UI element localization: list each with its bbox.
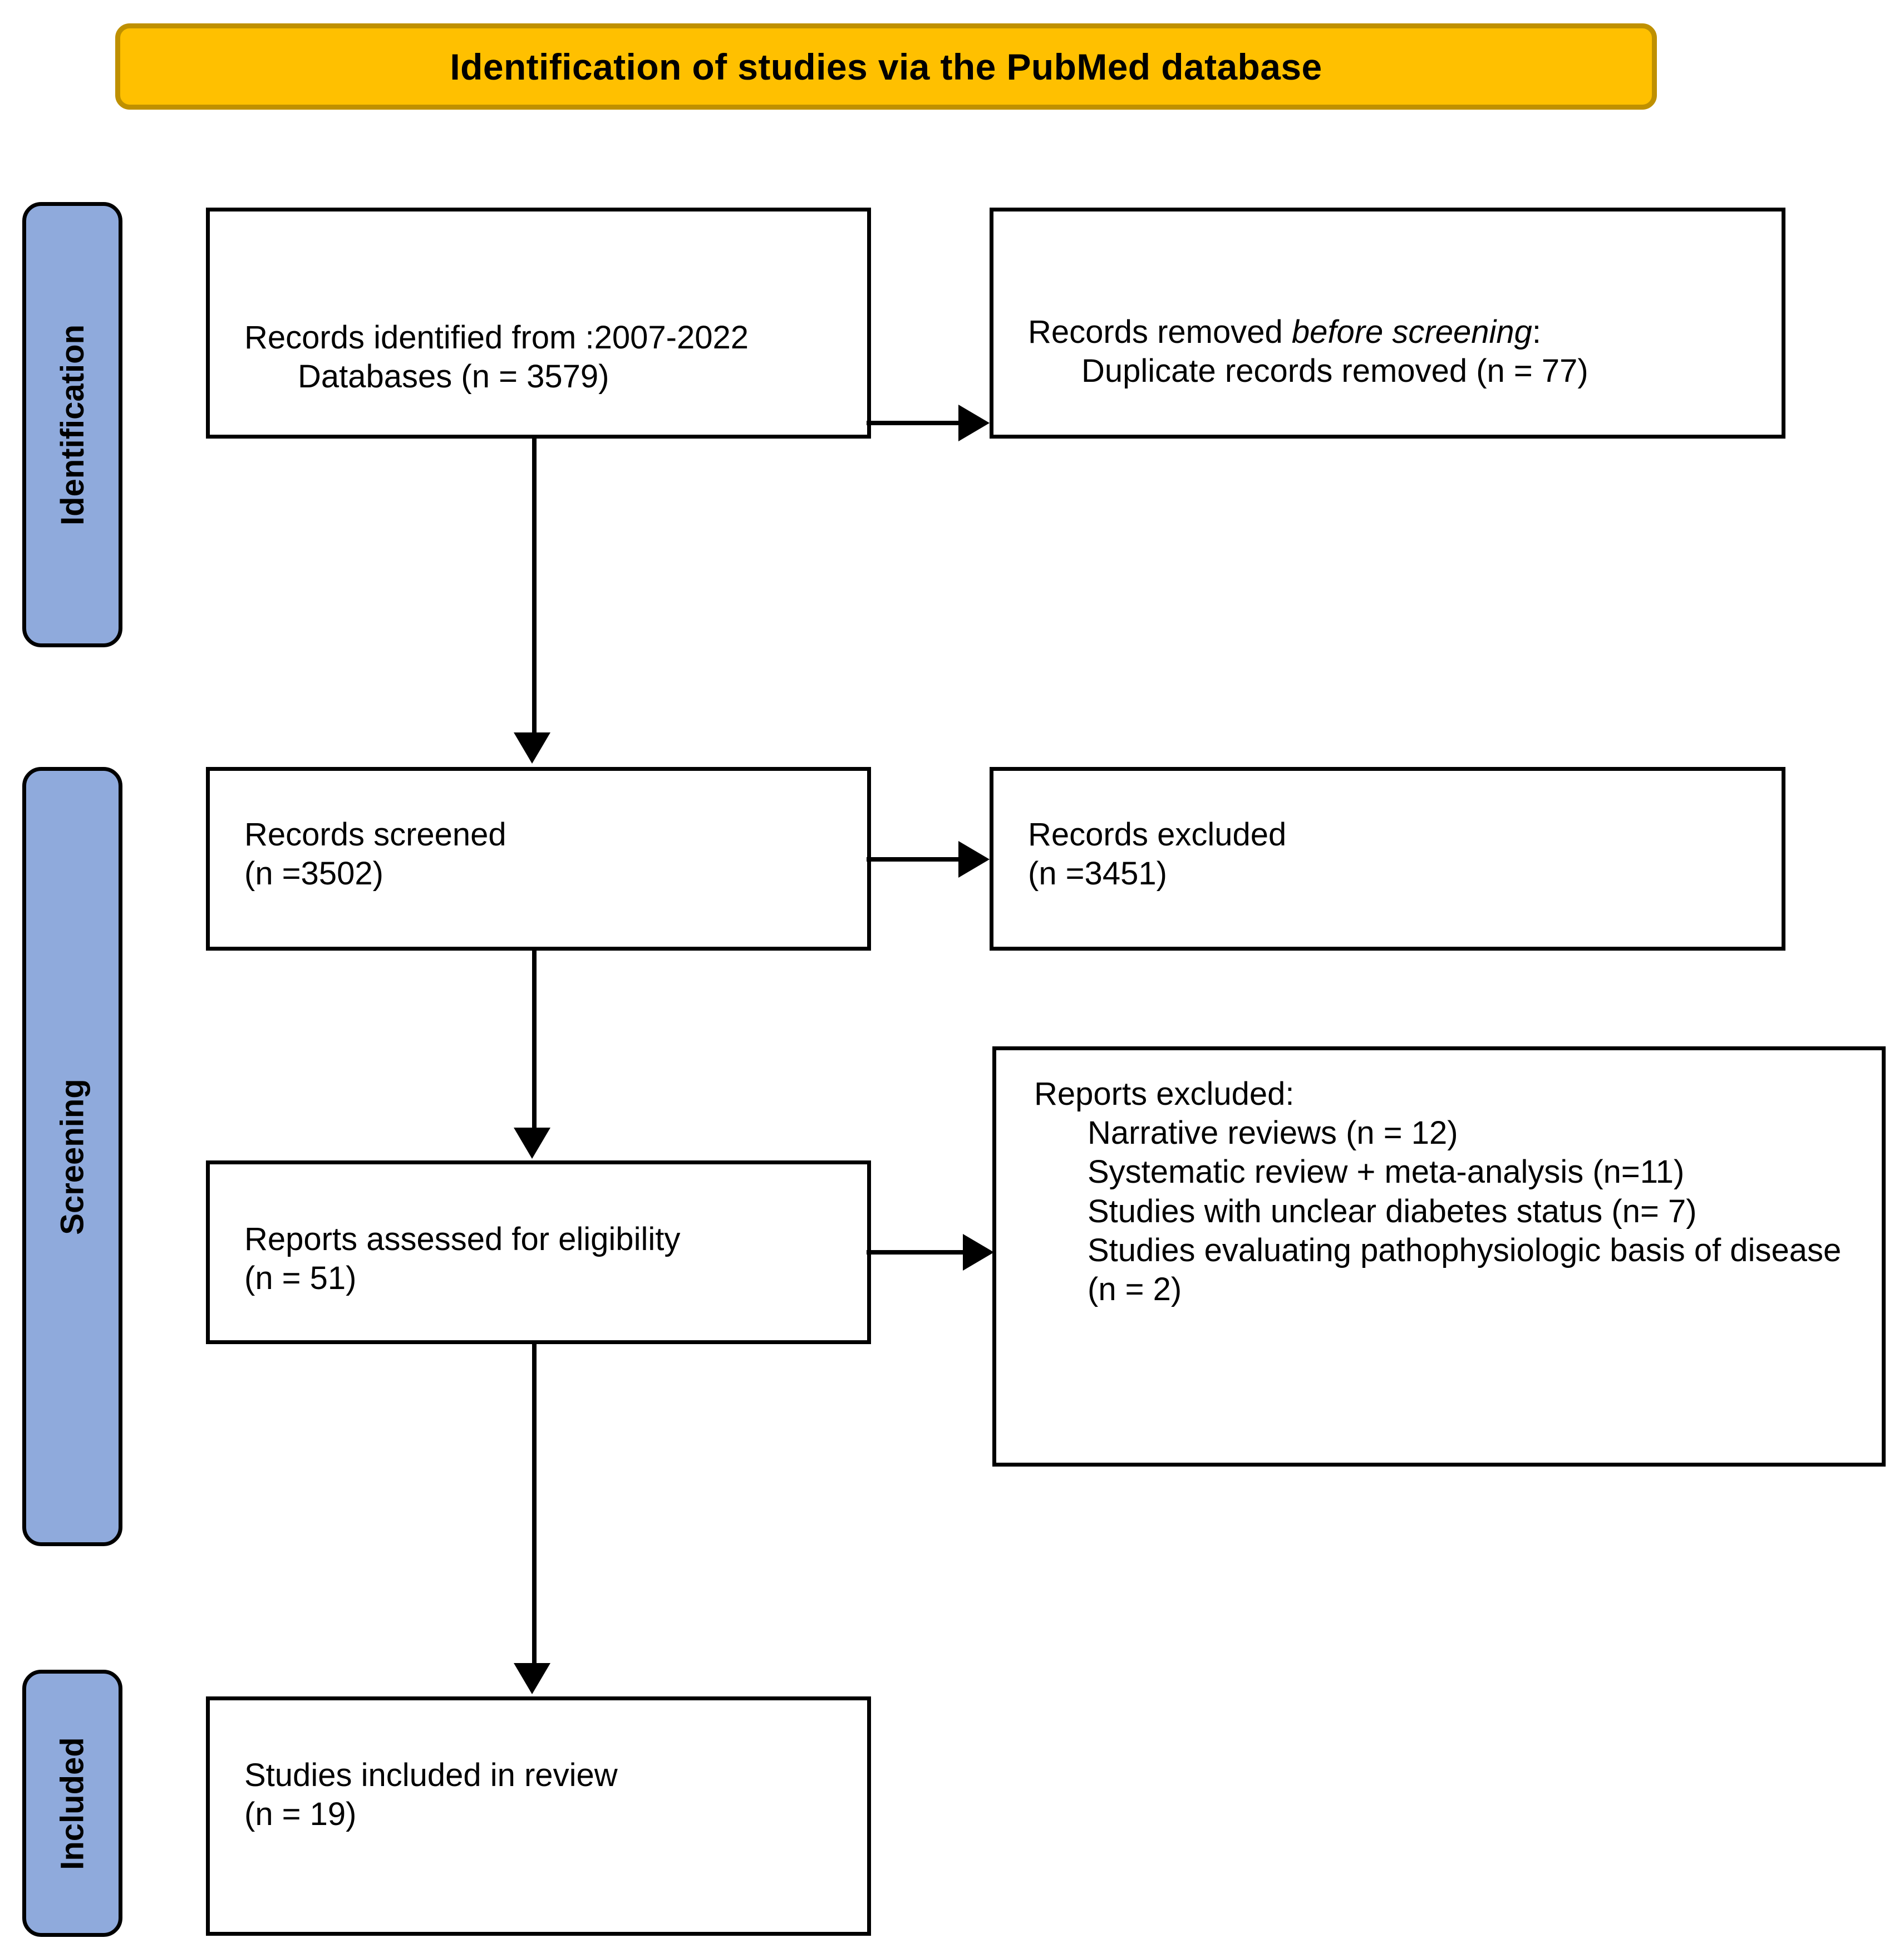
- box-reports-assessed-eligibility: Reports assessed for eligibility (n = 51…: [206, 1160, 871, 1344]
- reports-excluded-reason: Systematic review + meta-analysis (n=11): [1088, 1154, 1685, 1191]
- box-studies-included-body: Studies included in review (n = 19): [244, 1756, 845, 1833]
- records-removed-prefix: Records removed: [1028, 314, 1292, 350]
- records-screened-line1: Records screened: [244, 816, 506, 853]
- connector-eligibility-to-included: [532, 1344, 537, 1664]
- phase-bar-identification: Identification: [22, 202, 122, 647]
- studies-included-line2: (n = 19): [244, 1796, 357, 1832]
- box-records-excluded-body: Records excluded (n =3451): [1028, 815, 1759, 893]
- phase-label-screening: Screening: [54, 1078, 91, 1235]
- arrow-down-icon: [514, 732, 550, 764]
- records-removed-duplicates: Duplicate records removed (n = 77): [1081, 352, 1588, 389]
- reports-assessed-line1: Reports assessed for eligibility: [244, 1221, 681, 1257]
- arrow-down-icon: [514, 1663, 550, 1694]
- records-removed-heading: Records removed before screening:: [1028, 313, 1759, 352]
- reports-excluded-heading: Reports excluded:: [1034, 1076, 1295, 1112]
- box-reports-assessed-body: Reports assessed for eligibility (n = 51…: [244, 1220, 845, 1297]
- reports-excluded-reason: Narrative reviews (n = 12): [1088, 1115, 1458, 1152]
- phase-label-identification: Identification: [54, 324, 91, 525]
- box-records-screened-body: Records screened (n =3502): [244, 815, 845, 893]
- diagram-title-banner: Identification of studies via the PubMed…: [115, 23, 1657, 110]
- box-records-removed: Records removed before screening: Duplic…: [990, 208, 1785, 439]
- page-title: Identification of studies via the PubMed…: [450, 46, 1322, 87]
- connector-eligibility-to-reports-excluded: [867, 1250, 966, 1255]
- studies-included-line1: Studies included in review: [244, 1757, 618, 1793]
- arrow-right-icon: [958, 841, 990, 878]
- records-removed-suffix: :: [1532, 314, 1542, 350]
- connector-identified-to-removed: [867, 421, 961, 425]
- box-records-removed-body: Records removed before screening: Duplic…: [1028, 313, 1759, 390]
- phase-bar-included: Included: [22, 1670, 122, 1937]
- phase-bar-screening: Screening: [22, 767, 122, 1546]
- records-excluded-line2: (n =3451): [1028, 855, 1167, 892]
- arrow-right-icon: [963, 1234, 994, 1271]
- phase-label-included: Included: [54, 1737, 91, 1870]
- records-screened-line2: (n =3502): [244, 855, 383, 892]
- reports-excluded-reason: Studies evaluating pathophysiologic basi…: [1088, 1232, 1842, 1307]
- records-identified-line2: Databases (n = 3579): [298, 358, 609, 395]
- connector-screened-to-eligibility: [532, 951, 537, 1129]
- connector-screened-to-excluded: [867, 857, 961, 862]
- reports-assessed-line2: (n = 51): [244, 1260, 357, 1296]
- box-records-excluded: Records excluded (n =3451): [990, 767, 1785, 951]
- box-records-identified-body: Records identified from :2007-2022 Datab…: [244, 318, 845, 396]
- box-reports-excluded-body: Reports excluded: Narrative reviews (n =…: [1034, 1075, 1871, 1309]
- box-studies-included: Studies included in review (n = 19): [206, 1696, 871, 1936]
- records-removed-italic: before screening: [1291, 314, 1532, 350]
- arrow-right-icon: [958, 405, 990, 441]
- box-records-screened: Records screened (n =3502): [206, 767, 871, 951]
- connector-identified-to-screened: [532, 439, 537, 734]
- records-identified-line1: Records identified from :2007-2022: [244, 319, 749, 356]
- reports-excluded-reason: Studies with unclear diabetes status (n=…: [1088, 1193, 1697, 1229]
- arrow-down-icon: [514, 1128, 550, 1159]
- box-records-identified: Records identified from :2007-2022 Datab…: [206, 208, 871, 439]
- records-excluded-line1: Records excluded: [1028, 816, 1287, 853]
- box-reports-excluded: Reports excluded: Narrative reviews (n =…: [992, 1046, 1886, 1467]
